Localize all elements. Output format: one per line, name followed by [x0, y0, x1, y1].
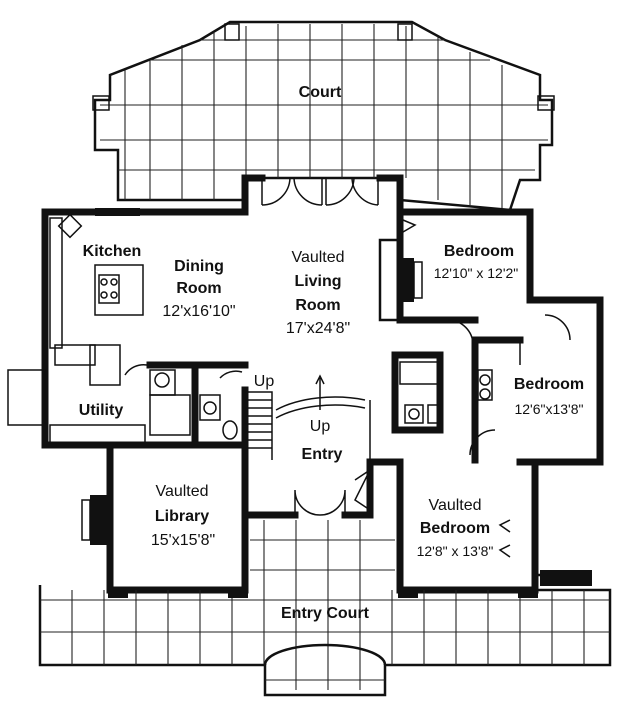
library-label: Library — [155, 508, 209, 525]
bedroom-1-dims: 12'10" x 12'2" — [434, 265, 519, 281]
stairs — [245, 374, 366, 460]
utility-label: Utility — [79, 402, 124, 419]
utility-fixtures — [7, 369, 191, 444]
bedroom-3-prefix: Vaulted — [428, 497, 481, 514]
fireplaces — [81, 238, 423, 545]
kitchen-label: Kitchen — [83, 243, 142, 260]
bedroom-1-label: Bedroom — [444, 243, 514, 260]
entry-label: Entry — [302, 446, 343, 463]
room-labels: Court Kitchen Dining Room 12'x16'10" Vau… — [79, 84, 584, 622]
bedroom-2-dims: 12'6"x13'8" — [514, 401, 583, 417]
court-label: Court — [299, 84, 342, 101]
living-room-label-2: Room — [295, 297, 340, 314]
kitchen-fixtures — [49, 208, 144, 386]
dining-room-dims: 12'x16'10" — [162, 303, 235, 320]
dining-room-label-1: Dining — [174, 258, 224, 275]
doors — [124, 177, 571, 558]
bedroom-3-dims: 12'8" x 13'8" — [417, 543, 494, 559]
bath-fixtures — [199, 361, 493, 440]
stairs-up-label: Up — [254, 373, 275, 390]
bedroom-2-label: Bedroom — [514, 376, 584, 393]
living-room-dims: 17'x24'8" — [286, 320, 350, 337]
dining-room-label-2: Room — [176, 280, 221, 297]
library-dims: 15'x15'8" — [151, 532, 215, 549]
entry-court-patio — [38, 520, 612, 697]
entry-court-label: Entry Court — [281, 605, 370, 622]
stairs-up-label-2: Up — [310, 418, 331, 435]
library-prefix: Vaulted — [155, 483, 208, 500]
living-room-label-1: Living — [294, 273, 341, 290]
living-room-prefix: Vaulted — [291, 249, 344, 266]
court-patio — [92, 20, 555, 212]
bedroom-3-label: Bedroom — [420, 520, 490, 537]
